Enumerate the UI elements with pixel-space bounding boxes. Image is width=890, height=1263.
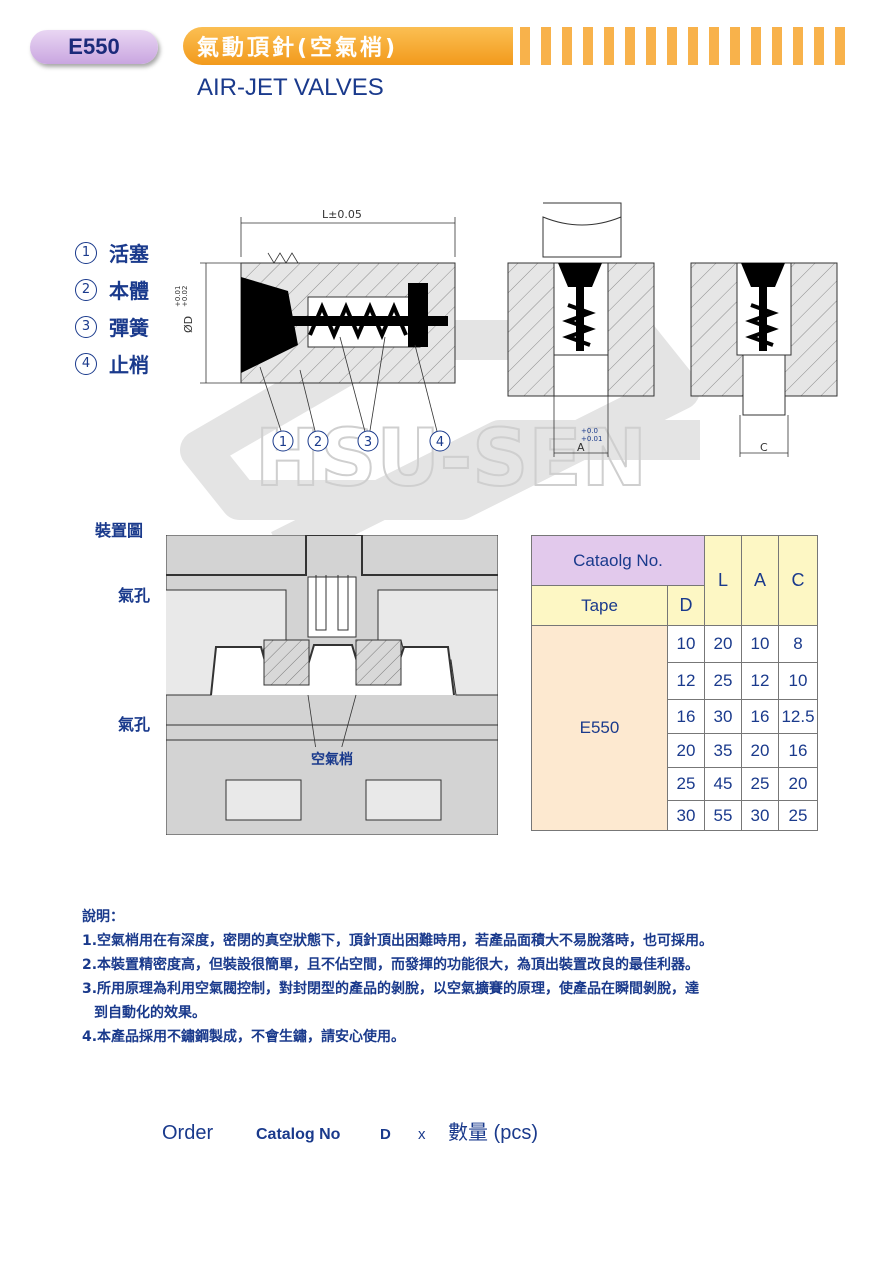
diameter-dimension: ØD [182,316,195,333]
technical-drawing: L±0.05 ØD +0.01 +0.02 1 2 3 4 +0.0 +0.01… [174,202,838,457]
col-c-header: C [778,535,818,626]
watermark-text: HSU-SEN [255,414,647,504]
catalog-header: Cataolg No. [531,535,705,586]
svg-text:+0.01: +0.01 [581,435,602,443]
c-dimension: C [760,441,768,454]
col-a-header: A [741,535,779,626]
svg-text:+0.0: +0.0 [581,427,598,435]
order-qty: 數量 (pcs) [448,1122,538,1144]
note-item: 到自動化的效果。 [94,1005,206,1021]
length-dimension: L±0.05 [322,208,362,221]
page-title-en: AIR-JET VALVES [197,74,384,101]
note-item: 2.本裝置精密度高，但裝設很簡單，且不佔空間，而發揮的功能很大，為頂出裝置改良的… [82,957,700,973]
svg-text:2: 2 [314,435,322,450]
order-label: Order [162,1122,214,1144]
col-d-header: D [667,585,705,626]
installation-diagram: 空氣梢 [166,535,498,835]
install-diagram-title: 裝置圖 [95,521,144,540]
air-pin-label: 空氣梢 [311,751,353,768]
catalog-code-badge: E550 [30,30,158,64]
a-dimension: A [577,441,585,454]
model-cell: E550 [531,625,668,831]
notes-title: 說明： [82,909,124,925]
svg-text:3: 3 [364,435,372,450]
tape-header: Tape [531,585,668,626]
order-format: Order Catalog No D x 數量 (pcs) [162,1116,538,1145]
svg-text:4: 4 [436,435,444,450]
order-catalog: Catalog No [256,1126,341,1143]
description-notes: 說明： 1.空氣梢用在有深度，密閉的真空狀態下，頂針頂出困難時用，若產品面積大不… [82,905,713,1049]
page-title-cn: 氣動頂針(空氣梢) [183,27,513,65]
air-hole-label: 氣孔 [118,715,151,734]
note-item: 1.空氣梢用在有深度，密閉的真空狀態下，頂針頂出困難時用，若產品面積大不易脫落時… [82,933,714,949]
svg-text:+0.02: +0.02 [181,286,189,307]
svg-text:+0.01: +0.01 [174,286,182,307]
order-x: x [418,1126,426,1143]
svg-text:1: 1 [279,435,287,450]
watermark-logo: HSU-SEN [180,320,700,568]
order-d: D [380,1126,391,1143]
note-item: 3.所用原理為利用空氣閥控制，對封閉型的產品的剝脫，以空氣擴賽的原理，使產品在瞬… [82,981,700,997]
col-l-header: L [704,535,742,626]
air-hole-label: 氣孔 [118,586,151,605]
header-stripes [520,27,870,65]
note-item: 4.本產品採用不鏽鋼製成，不會生鏽，請安心使用。 [82,1029,406,1045]
